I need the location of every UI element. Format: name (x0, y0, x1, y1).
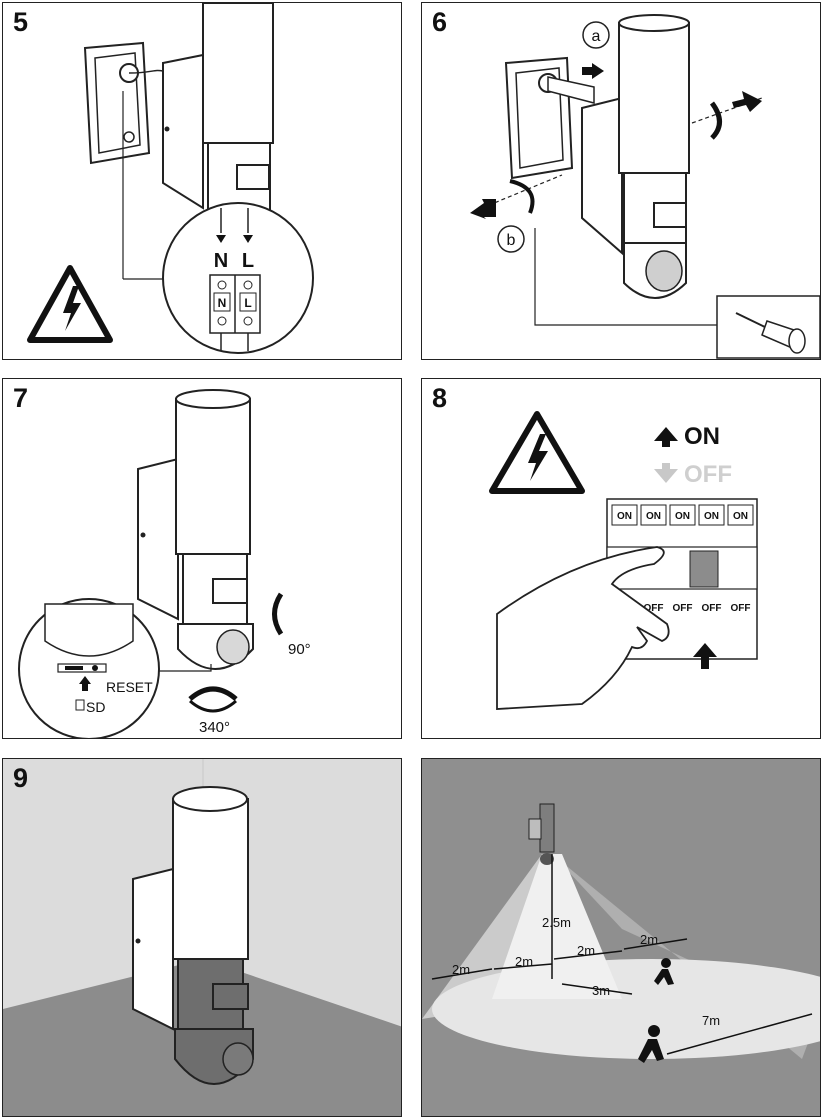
terminal-magnifier: N L N L (162, 202, 314, 354)
rotate-icon (272, 592, 284, 636)
terminal-n-label: N (218, 296, 227, 310)
lamp-body (137, 389, 254, 670)
step-a-label: a (592, 28, 601, 45)
breaker-on-label: ON (646, 511, 661, 522)
breaker-switch (640, 504, 667, 526)
reset-sd-magnifier: RESET SD (18, 598, 160, 738)
breaker-switch (698, 504, 725, 526)
lamp-body (132, 786, 254, 1085)
reset-button[interactable] (92, 665, 98, 671)
detection-range-illustration: 2.5m 2m 2m 2m 2m 3m 7m (422, 803, 820, 1063)
mounting-box (504, 56, 574, 180)
tilt-label: 90° (288, 641, 311, 658)
step-6-illustration: a b (470, 14, 820, 359)
breaker-switch (669, 504, 696, 526)
breaker-off-label: OFF (702, 603, 722, 614)
arrow-icon (693, 643, 717, 669)
dist-label-2: 2m (515, 954, 533, 969)
on-label: ON (684, 423, 720, 450)
warning-icon (27, 265, 113, 343)
hand-illustration (496, 546, 670, 710)
range-label: 7m (702, 1013, 720, 1028)
arrow-icon (654, 463, 678, 483)
dist-label-4: 2m (640, 932, 658, 947)
rotate-icon (509, 179, 535, 214)
step-b-badge: b (497, 225, 525, 253)
breaker-off-label: OFF (644, 603, 664, 614)
breaker-on-label: ON (617, 511, 632, 522)
warning-icon (489, 411, 585, 494)
dist-label-3: 2m (577, 943, 595, 958)
arrow-icon (582, 63, 604, 79)
rotate-icon (709, 101, 722, 140)
step-number: 9 (13, 763, 29, 793)
step-8-panel: ON OFF ONOFFONOFFONOFFONOFFONOFF 8 (421, 378, 821, 739)
height-label: 2.5m (542, 915, 571, 930)
step-7-panel: 90° 340° RESET SD 7 (2, 378, 402, 739)
person-walking-icon (638, 1025, 664, 1063)
arrow-icon (79, 676, 91, 691)
step-a-badge: a (582, 21, 610, 49)
step-9-illustration (3, 759, 401, 1116)
off-label: OFF (684, 461, 732, 488)
terminal-l-label: L (244, 296, 251, 310)
step-8-illustration: ON OFF ONOFFONOFFONOFFONOFFONOFF (489, 411, 758, 710)
step-6-panel: a b 6 (421, 2, 821, 360)
breaker-on-label: ON (733, 511, 748, 522)
neutral-label: N (214, 250, 228, 272)
step-5-panel: N L N L 5 (2, 2, 402, 360)
step-7-illustration: 90° 340° RESET SD (18, 389, 311, 738)
reset-label: RESET (106, 679, 153, 695)
dist-label-5: 3m (592, 983, 610, 998)
step-9-panel: 9 (2, 758, 402, 1117)
lamp-body (162, 3, 274, 212)
step-b-label: b (507, 232, 516, 249)
breaker-switches: ONOFFONOFFONOFFONOFFONOFF (611, 504, 754, 614)
step-5-illustration: N L N L (27, 3, 314, 354)
arrow-icon (243, 235, 253, 243)
breaker-off-label: OFF (673, 603, 693, 614)
lamp-small (528, 803, 555, 865)
arrow-icon (654, 427, 678, 447)
step-number: 7 (13, 383, 29, 413)
person-walking-icon (654, 958, 674, 985)
mounting-box (83, 41, 164, 165)
lamp-body (581, 14, 690, 299)
breaker-switch (727, 504, 754, 526)
rotate-icon (188, 686, 238, 701)
breaker-off-label: OFF (731, 603, 751, 614)
arrow-icon (216, 235, 226, 243)
step-number: 6 (432, 7, 448, 37)
dist-label-1: 2m (452, 962, 470, 977)
arrow-icon (470, 199, 496, 219)
sd-label: SD (86, 699, 105, 715)
breaker-on-label: ON (704, 511, 719, 522)
detection-range-panel: 2.5m 2m 2m 2m 2m 3m 7m (421, 758, 821, 1117)
step-number: 8 (432, 383, 448, 413)
breaker-on-label: ON (675, 511, 690, 522)
pan-label: 340° (199, 719, 230, 736)
breaker-switch (611, 504, 638, 526)
step-number: 5 (13, 7, 29, 37)
arrow-icon (732, 91, 762, 112)
screwdriver-inset (716, 295, 820, 359)
live-label: L (242, 250, 254, 272)
